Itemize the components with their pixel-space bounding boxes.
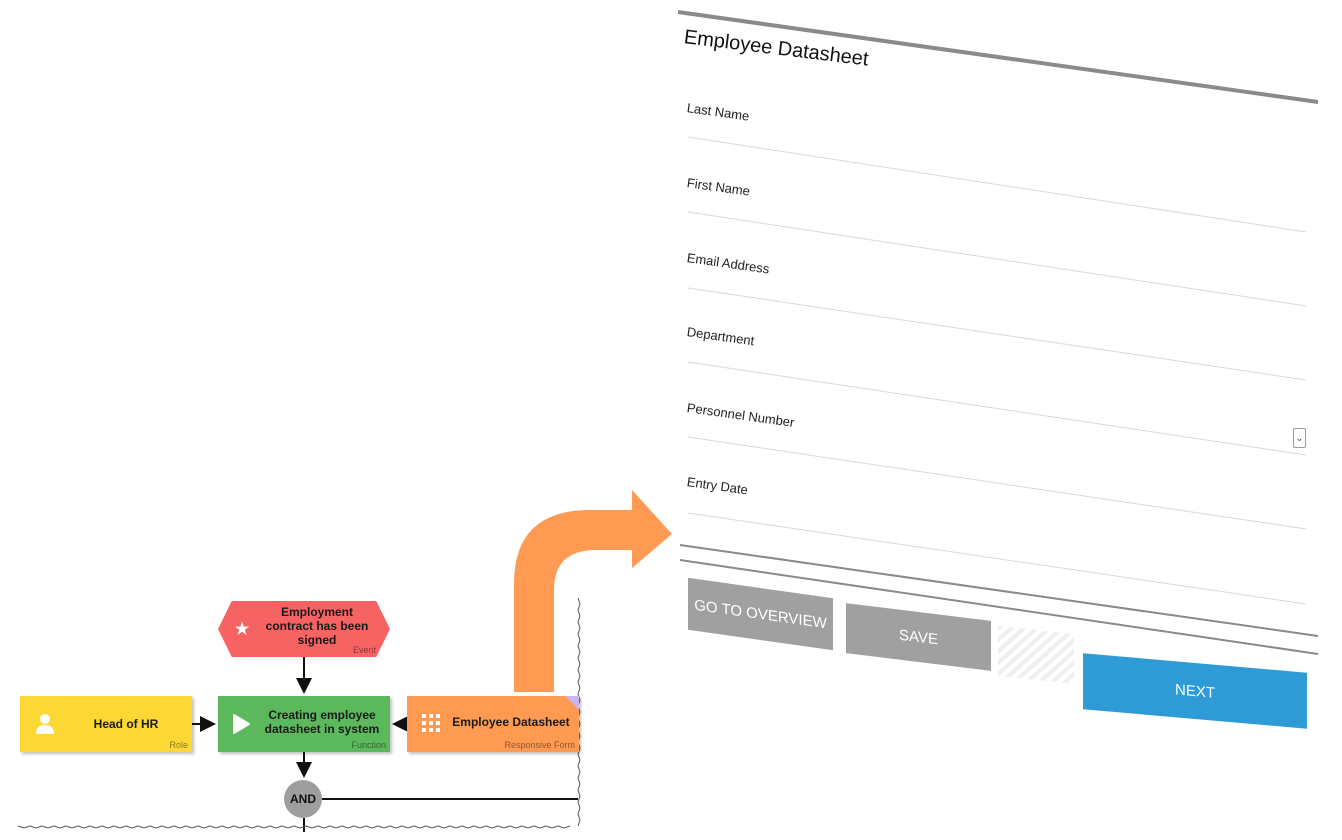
grid-icon: [421, 713, 441, 733]
role-node[interactable]: Head of HR Role: [20, 696, 192, 752]
function-type-label: Function: [351, 740, 386, 750]
and-gateway[interactable]: AND: [284, 780, 322, 818]
role-text: Head of HR: [93, 717, 159, 731]
event-text: Employment contract has been signed: [265, 605, 369, 647]
torn-edge-right: [577, 597, 581, 827]
fold-corner-icon: [565, 696, 579, 710]
star-icon: ★: [234, 621, 250, 638]
torn-edge-bottom: [17, 825, 571, 829]
event-type-label: Event: [352, 645, 376, 655]
function-node[interactable]: Creating employee datasheet in system Fu…: [218, 696, 390, 752]
disabled-placeholder-button: [998, 626, 1074, 684]
event-node[interactable]: ★ Employment contract has been signed Ev…: [218, 601, 390, 657]
form-type-label: Responsive Form: [504, 740, 575, 750]
form-text: Employee Datasheet: [452, 715, 570, 729]
chevron-down-icon[interactable]: ⌄: [1293, 428, 1306, 448]
user-icon: [34, 712, 56, 736]
form-node[interactable]: Employee Datasheet Responsive Form: [407, 696, 579, 752]
play-icon: [230, 712, 252, 736]
orange-arrow-icon: [514, 490, 672, 692]
role-type-label: Role: [169, 740, 188, 750]
function-text: Creating employee datasheet in system: [264, 708, 380, 736]
